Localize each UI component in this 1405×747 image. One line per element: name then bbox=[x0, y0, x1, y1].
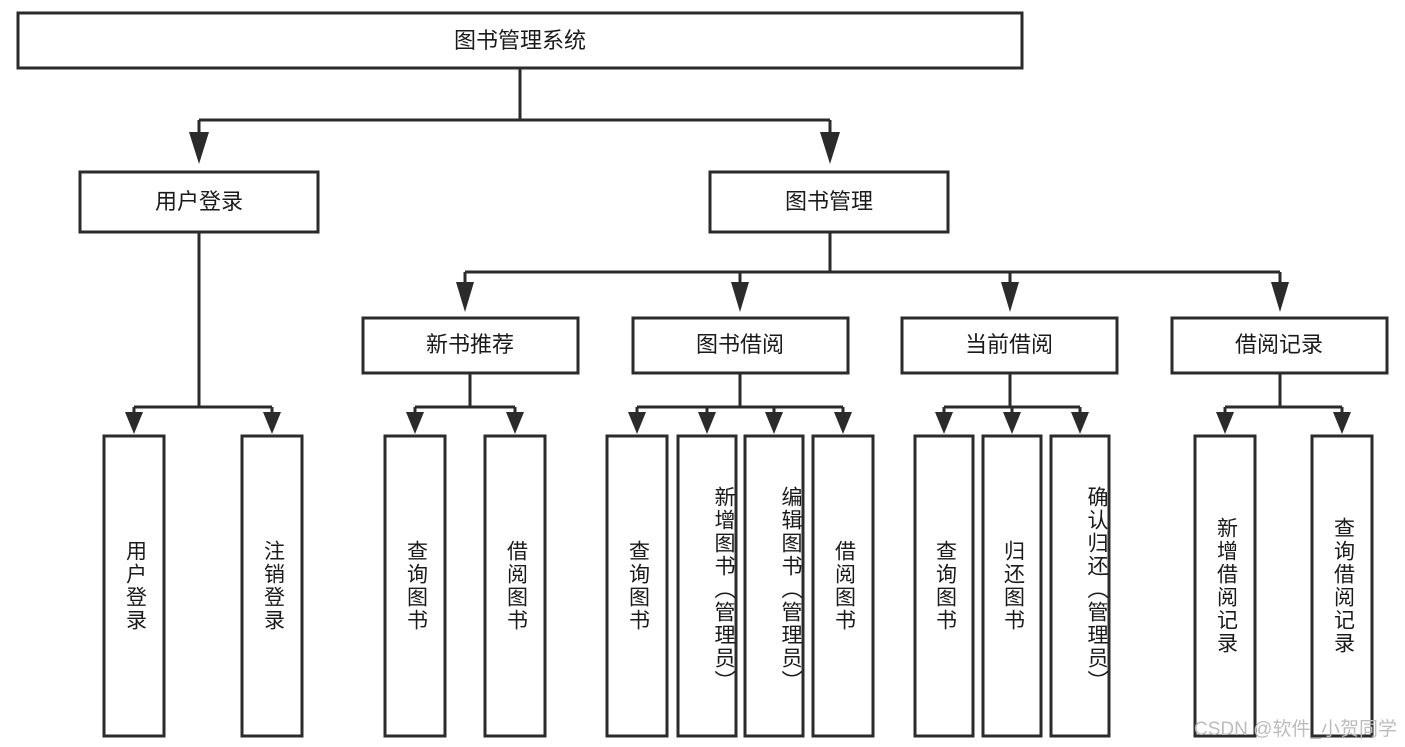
node-current-borrow[interactable]: 当前借阅 bbox=[900, 316, 1119, 375]
node-book-manage-box[interactable] bbox=[708, 170, 950, 234]
node-leaf-return-book-box[interactable] bbox=[981, 434, 1043, 738]
arrow-leaf-confirm-return bbox=[1071, 412, 1089, 434]
node-user-login[interactable]: 用户登录 bbox=[78, 170, 320, 234]
arrow-to-book-borrow bbox=[731, 282, 749, 312]
node-root[interactable]: 图书管理系统 bbox=[16, 11, 1024, 70]
node-leaf-add-borrow-record-box[interactable] bbox=[1193, 434, 1257, 738]
arrow-leaf-edit-book bbox=[765, 412, 783, 434]
node-leaf-query-borrow-record-box[interactable] bbox=[1310, 434, 1374, 738]
connector-group-root-to-level2 bbox=[189, 68, 840, 164]
node-root-box[interactable] bbox=[16, 11, 1024, 70]
node-leaf-query-book-rec-box[interactable] bbox=[383, 434, 447, 738]
arrow-leaf-add-book bbox=[698, 412, 716, 434]
arrow-to-user-login bbox=[189, 132, 209, 164]
node-current-borrow-label: 当前借阅 bbox=[965, 332, 1053, 357]
node-leaf-borrow-book-rec-box[interactable] bbox=[483, 434, 547, 738]
arrow-to-current-borrow bbox=[1001, 282, 1019, 312]
node-book-manage-label: 图书管理 bbox=[785, 189, 873, 214]
node-leaf-edit-book-box[interactable] bbox=[743, 434, 805, 738]
node-leaf-borrow-book-bb-box[interactable] bbox=[811, 434, 875, 738]
node-leaf-query-book-cb-box[interactable] bbox=[913, 434, 975, 738]
csdn-watermark: CSDN @软件_小贺同学 bbox=[1194, 719, 1397, 740]
arrow-leaf-query-book-rec bbox=[406, 412, 424, 434]
connector-group-book-manage-to-level3 bbox=[456, 232, 1289, 312]
node-book-manage[interactable]: 图书管理 bbox=[708, 170, 950, 234]
node-borrow-record[interactable]: 借阅记录 bbox=[1170, 316, 1389, 375]
node-book-borrow-label: 图书借阅 bbox=[696, 332, 784, 357]
node-new-book-rec-box[interactable] bbox=[361, 316, 580, 375]
node-borrow-record-box[interactable] bbox=[1170, 316, 1389, 375]
node-leaf-logout-login-box[interactable] bbox=[240, 434, 304, 738]
node-current-borrow-box[interactable] bbox=[900, 316, 1119, 375]
arrow-leaf-return-book bbox=[1003, 412, 1021, 434]
arrow-leaf-logout-login bbox=[263, 412, 281, 434]
arrow-leaf-user-login bbox=[125, 412, 143, 434]
connector-group-new-book-rec-to-leaves bbox=[406, 373, 524, 434]
node-leaf-confirm-return-box[interactable] bbox=[1049, 434, 1111, 738]
arrow-leaf-query-book-bb bbox=[628, 412, 646, 434]
arrow-to-borrow-record bbox=[1271, 282, 1289, 312]
node-new-book-rec-label: 新书推荐 bbox=[426, 332, 514, 357]
node-borrow-record-label: 借阅记录 bbox=[1235, 332, 1323, 357]
node-user-login-box[interactable] bbox=[78, 170, 320, 234]
node-book-borrow[interactable]: 图书借阅 bbox=[631, 316, 850, 375]
arrow-leaf-query-borrow-record bbox=[1333, 412, 1351, 434]
connector-group-current-borrow-to-leaves bbox=[935, 373, 1089, 434]
arrow-to-new-book-rec bbox=[456, 282, 474, 312]
node-book-borrow-box[interactable] bbox=[631, 316, 850, 375]
node-leaf-query-book-bb-box[interactable] bbox=[605, 434, 669, 738]
node-new-book-rec[interactable]: 新书推荐 bbox=[361, 316, 580, 375]
arrow-leaf-add-borrow-record bbox=[1216, 412, 1234, 434]
connector-group-book-borrow-to-leaves bbox=[628, 373, 852, 434]
node-leaf-add-book-box[interactable] bbox=[676, 434, 738, 738]
arrow-to-book-manage bbox=[820, 132, 840, 164]
node-leaf-user-login-box[interactable] bbox=[102, 434, 166, 738]
node-root-label: 图书管理系统 bbox=[454, 28, 586, 53]
connector-group-borrow-record-to-leaves bbox=[1216, 373, 1351, 434]
arrow-leaf-borrow-book-bb bbox=[834, 412, 852, 434]
arrow-leaf-query-book-cb bbox=[935, 412, 953, 434]
arrow-leaf-borrow-book-rec bbox=[506, 412, 524, 434]
node-user-login-label: 用户登录 bbox=[155, 189, 243, 214]
connector-group-user-login-to-leaves bbox=[125, 232, 281, 434]
